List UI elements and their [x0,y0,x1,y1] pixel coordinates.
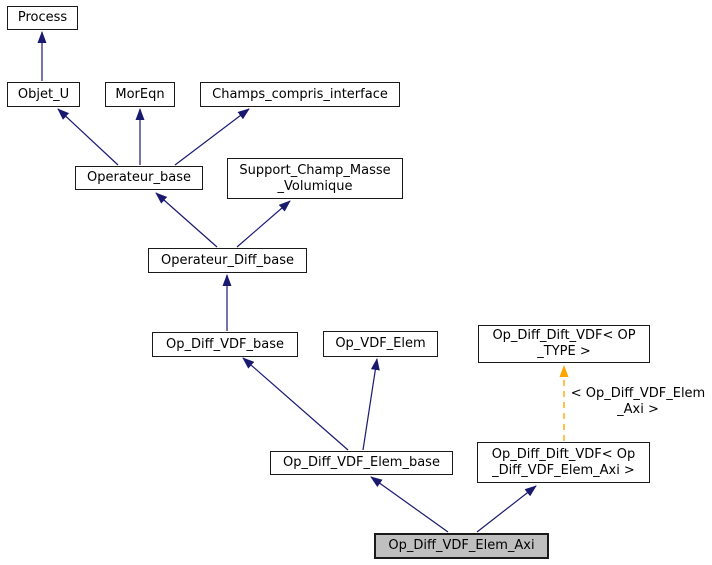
template-edge-label: < Op_Diff_VDF_Elem _Axi > [567,386,709,418]
node-label: MorEqn [115,86,165,102]
edge-operateur-base-to-objet-u [57,108,119,166]
node-process[interactable]: Process [7,6,78,30]
node-label: Operateur_base [87,170,191,185]
node-op-diff-dift-vdf-op-type[interactable]: Op_Diff_Dift_VDF< OP _TYPE > [478,325,650,363]
node-op-diff-dift-vdf-elem-axi[interactable]: Op_Diff_Dift_VDF< Op _Diff_VDF_Elem_Axi … [477,442,650,483]
node-objet-u[interactable]: Objet_U [7,82,80,107]
node-label: Op_Diff_Dift_VDF< OP [492,328,636,343]
node-label: Objet_U [17,86,70,102]
edge-operateur-diff-base-to-support-champ-masse-volumique [236,200,291,248]
node-label: Process [17,10,68,25]
node-label: _Diff_VDF_Elem_Axi > [492,462,635,478]
node-label: Champs_compris_interface [212,86,388,102]
edge-op-diff-vdf-elem-base-to-op-vdf-elem [362,358,380,451]
edge-operateur-diff-base-to-operateur-base [155,192,218,248]
node-op-vdf-elem[interactable]: Op_VDF_Elem [323,331,438,357]
edge-operateur-base-to-champs-compris-interface [174,108,250,166]
template-edge-label-line: < Op_Diff_VDF_Elem [570,386,706,401]
node-label: _TYPE > [537,344,591,359]
node-label: _Volumique [277,178,353,194]
node-moreqn[interactable]: MorEqn [105,82,175,107]
node-label: Op_Diff_VDF_base [166,336,284,352]
node-support-champ-masse-volumique[interactable]: Support_Champ_Masse _Volumique [227,158,403,199]
node-op-diff-vdf-base[interactable]: Op_Diff_VDF_base [152,332,298,357]
node-champs-compris-interface[interactable]: Champs_compris_interface [200,82,400,107]
template-edge-label-line: _Axi > [617,402,659,417]
node-operateur-diff-base[interactable]: Operateur_Diff_base [148,248,307,273]
node-label: Op_Diff_VDF_Elem_base [283,455,440,470]
node-label: Support_Champ_Masse [239,162,391,178]
node-operateur-base[interactable]: Operateur_base [75,166,203,190]
edge-op-diff-vdf-elem-axi-to-op-diff-dift-vdf-elem-axi [476,485,537,533]
edge-op-diff-vdf-elem-axi-to-op-diff-vdf-elem-base [370,476,449,533]
node-label: Operateur_Diff_base [160,252,295,268]
edge-op-diff-vdf-elem-base-to-op-diff-vdf-base [242,357,349,451]
node-op-diff-vdf-elem-axi-selected: Op_Diff_VDF_Elem_Axi [374,533,549,559]
node-op-diff-vdf-elem-base[interactable]: Op_Diff_VDF_Elem_base [270,451,453,475]
node-label: Op_Diff_Dift_VDF< Op [491,446,636,462]
node-label: Op_Diff_VDF_Elem_Axi [388,538,535,553]
node-label: Op_VDF_Elem [335,336,426,351]
